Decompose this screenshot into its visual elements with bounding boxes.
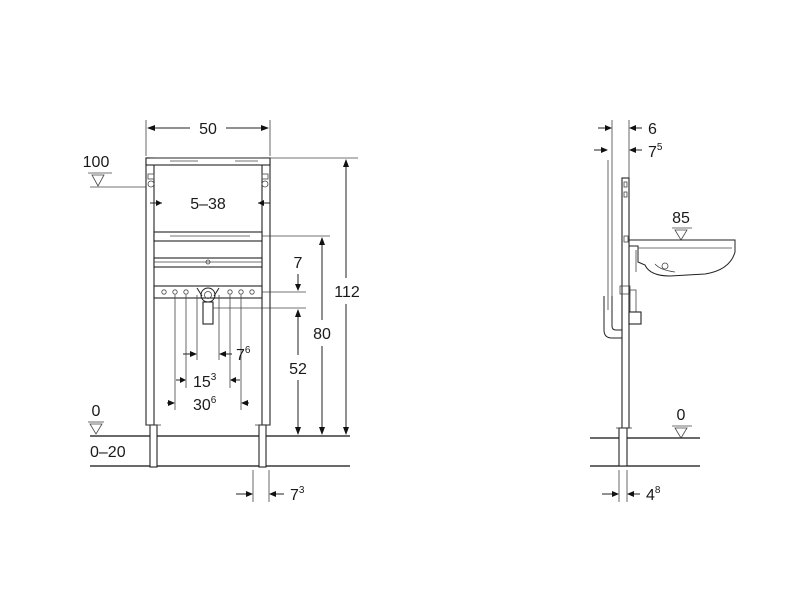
dim-foot-48: 48	[646, 485, 661, 504]
dim-floor-range: 0–20	[90, 444, 126, 461]
side-frame-upright	[621, 177, 630, 429]
dim-clamp-range: 5–38	[190, 196, 226, 213]
dim-spacing-153: 153	[193, 372, 217, 391]
dim-level-80: 80	[313, 326, 331, 343]
dim-gap-7: 7	[294, 255, 303, 272]
dim-foot-offset-sup: 3	[299, 485, 305, 496]
dim-spacing-306: 306	[193, 395, 217, 414]
dim-width: 50	[199, 121, 217, 138]
dim-spacing-76: 76	[236, 345, 251, 364]
dim-height: 112	[334, 284, 360, 301]
dim-level-52: 52	[289, 361, 307, 378]
cross-rail	[153, 257, 263, 268]
level-triangle-100	[91, 174, 105, 187]
dim-foot-48-sup: 8	[655, 485, 661, 496]
dim-foot-offset: 73	[290, 485, 305, 504]
dim-foot-offset-base: 7	[290, 487, 299, 504]
dim-side-floor-level: 0	[677, 407, 686, 424]
level-triangle-side-0	[674, 427, 688, 439]
dim-spacing-306-base: 30	[193, 397, 211, 414]
dim-top-level: 100	[83, 154, 110, 171]
dim-floor-level: 0	[92, 403, 101, 420]
siphon-pipe	[603, 296, 622, 339]
dim-spacing-76-base: 7	[236, 347, 245, 364]
frame-left-foot	[149, 424, 158, 468]
level-triangle-85	[674, 229, 688, 241]
dim-depth-6: 6	[648, 121, 657, 138]
basin-bracket-rail	[153, 231, 263, 242]
dim-foot-48-base: 4	[646, 487, 655, 504]
dim-spacing-153-base: 15	[193, 374, 211, 391]
dim-basin-height: 85	[672, 210, 690, 227]
dim-spacing-153-sup: 3	[211, 372, 217, 383]
dim-depth-75: 75	[648, 142, 663, 161]
frame-left-upright	[145, 157, 155, 426]
frame-right-upright	[261, 157, 271, 426]
fixing-hole-left	[147, 180, 155, 188]
level-triangle-0	[89, 423, 103, 435]
drain-connector	[628, 311, 642, 325]
dim-spacing-76-sup: 6	[245, 345, 251, 356]
dim-depth-75-base: 7	[648, 144, 657, 161]
waste-pipe	[202, 301, 214, 325]
dim-depth-75-sup: 5	[657, 142, 663, 153]
front-view: 50 100 5–38 112 80 7 52	[83, 120, 360, 504]
dim-spacing-306-sup: 6	[211, 395, 217, 406]
frame-top-rail	[145, 157, 271, 166]
side-view: 85 6 75 0 48	[590, 120, 736, 504]
fixing-hole-right	[261, 180, 269, 188]
side-frame-foot	[618, 427, 628, 467]
washbasin	[628, 239, 736, 277]
frame-right-foot	[258, 424, 267, 468]
